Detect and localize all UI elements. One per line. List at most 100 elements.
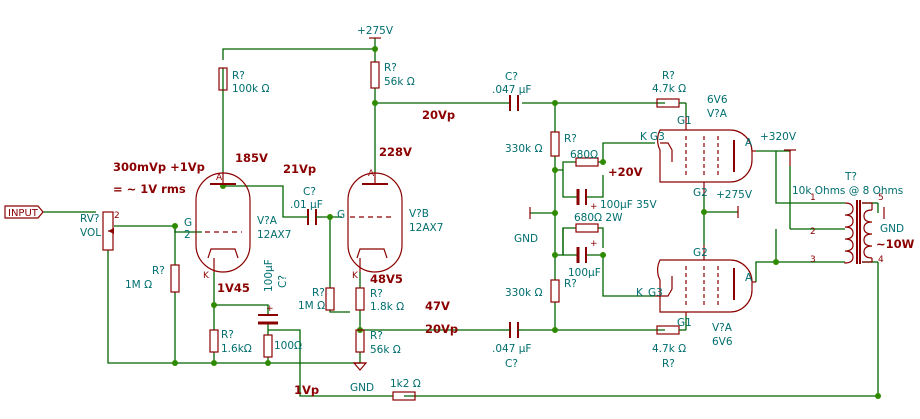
r-cath-a2: [263, 334, 273, 358]
pin-label: G: [184, 217, 192, 229]
c-cath-a-value: 100µF: [263, 259, 275, 292]
pin-label: K: [640, 131, 648, 143]
r-pa-top-ref: R?: [564, 133, 577, 145]
r-pa-top: [550, 131, 560, 157]
pin-label: 1: [810, 193, 816, 203]
c-k-bot-value: 100µF: [568, 267, 601, 279]
vol-value: VOL: [80, 227, 101, 239]
pin-label: 2: [810, 227, 816, 237]
plus-mark: +: [590, 239, 598, 249]
tube-top-ref: V?A: [707, 108, 728, 120]
r-cath-a1: [209, 329, 219, 353]
r-plate-a: [218, 67, 228, 91]
c-out-bot-value: .047 µF: [492, 343, 531, 355]
c-cath-a-ref: C?: [277, 275, 289, 288]
pin-label: 5: [878, 193, 884, 203]
pin-label: 3: [810, 255, 816, 265]
r-pa-bot-ref: R?: [564, 278, 577, 290]
power-label: +320V: [760, 131, 797, 143]
pin-label: 2: [184, 229, 191, 241]
r-pa-bot-value: 330k Ω: [505, 287, 542, 299]
r-cath-a1-ref: R?: [221, 329, 234, 341]
c-out-bot-ref: C?: [505, 358, 518, 370]
pin-label: A: [745, 272, 753, 284]
volume-pot: 2 RV? VOL: [80, 211, 120, 251]
r-grid-b-value: 1M Ω: [298, 300, 325, 312]
tube-a-ref: V?A: [257, 215, 278, 227]
r-feedback: [392, 391, 416, 401]
pin-label: K: [352, 271, 359, 281]
r-cath-b1-value: 1.8k Ω: [370, 301, 404, 313]
xfmr-value: 10k Ohms @ 8 Ohms: [792, 185, 903, 197]
wires: [43, 38, 879, 397]
tube-top-value: 6V6: [707, 94, 728, 106]
output-transformer: 1 2 3 4 5 T? 10k Ohms @ 8 Ohms: [792, 171, 903, 265]
r-k-bot: [575, 223, 599, 233]
resistors: R? 100k Ω R? 56k Ω R? 1M Ω R? 1.6kΩ 100Ω…: [125, 61, 686, 401]
pin-label: G3: [648, 287, 663, 299]
r-cath-b2: [355, 329, 365, 353]
r-grid-a-value: 1M Ω: [125, 279, 152, 291]
power-symbols: +275V +320V +275V GND GND GND: [350, 25, 904, 394]
r-grid-b-ref: R?: [312, 287, 325, 299]
r-cath-a2-value: 100Ω: [274, 340, 302, 352]
r-cath-b2-ref: R?: [370, 330, 383, 342]
r-gs-top-value: 4.7k Ω: [652, 83, 686, 95]
r-plate-b-ref: R?: [384, 62, 397, 74]
annotation-cathode-a: 1V45: [217, 281, 250, 295]
r-gs-bot-ref: R?: [662, 358, 675, 370]
pin-label: 2: [114, 211, 120, 221]
c-out-top-ref: C?: [505, 71, 518, 83]
r-plate-a-value: 100k Ω: [232, 83, 269, 95]
ground-label: GND: [350, 382, 374, 394]
tube-12ax7-a: A G 2 K V?A 12AX7: [184, 172, 291, 281]
annotation-plate-a-swing: 21Vp: [283, 162, 316, 176]
annotation-swing-bottom: 20Vp: [425, 322, 458, 336]
annotation-swing-top: 20Vp: [422, 108, 455, 122]
r-cath-a1-value: 1.6kΩ: [221, 343, 252, 355]
tube-6v6-top: G1 K G3 A G2 6V6 V?A: [640, 94, 756, 199]
tube-12ax7-b: A G K V?B 12AX7: [337, 169, 443, 281]
r-cath-b1: [355, 287, 365, 311]
tube-a-value: 12AX7: [257, 229, 291, 241]
pin-label: G2: [693, 247, 708, 259]
r-k-bot-value: 680Ω 2W: [574, 212, 623, 224]
xfmr-ref: T?: [844, 171, 857, 183]
pin-label: K: [203, 271, 210, 281]
tube-b-value: 12AX7: [409, 222, 443, 234]
pin-label: G1: [677, 317, 692, 329]
r-grid-a-ref: R?: [152, 265, 165, 277]
r-grid-b: [325, 287, 335, 311]
r-plate-b: [370, 61, 380, 89]
pin-label: G: [337, 209, 345, 221]
r-cath-b2-value: 56k Ω: [370, 344, 401, 356]
r-gs-bot-value: 4.7k Ω: [652, 343, 686, 355]
power-label: +275V: [716, 189, 753, 201]
r-pa-top-value: 330k Ω: [505, 143, 542, 155]
c-couple-ref: C?: [303, 186, 316, 198]
ground-label: GND: [514, 233, 538, 245]
junctions: [172, 46, 881, 399]
annotation-screen: +20V: [608, 165, 643, 179]
input-port: INPUT: [4, 205, 44, 219]
pin-label: A: [745, 137, 753, 149]
annotation-47v: 47V: [425, 299, 450, 313]
r-cath-b1-ref: R?: [370, 288, 383, 300]
tube-bottom-ref: V?A: [712, 322, 733, 334]
annotation-input-rms: = ~ 1V rms: [113, 182, 186, 196]
c-couple-value: .01 µF: [290, 199, 323, 211]
r-grid-a: [170, 264, 180, 293]
voltage-annotations: 300mVp +1Vp = ~ 1V rms 185V 21Vp 228V 1V…: [113, 108, 915, 397]
pin-label: 4: [878, 255, 884, 265]
ground-label: GND: [880, 223, 904, 235]
power-label: +275V: [357, 25, 394, 37]
annotation-output-power: ~10W: [876, 237, 915, 251]
r-pa-bot: [550, 279, 560, 303]
annotation-input-level: 300mVp +1Vp: [113, 160, 205, 174]
tube-bottom-value: 6V6: [712, 336, 733, 348]
pin-label: K: [636, 287, 644, 299]
vol-ref: RV?: [80, 213, 99, 225]
pin-label: A: [368, 169, 375, 179]
c-k-top-value: 100µF 35V: [600, 199, 657, 211]
